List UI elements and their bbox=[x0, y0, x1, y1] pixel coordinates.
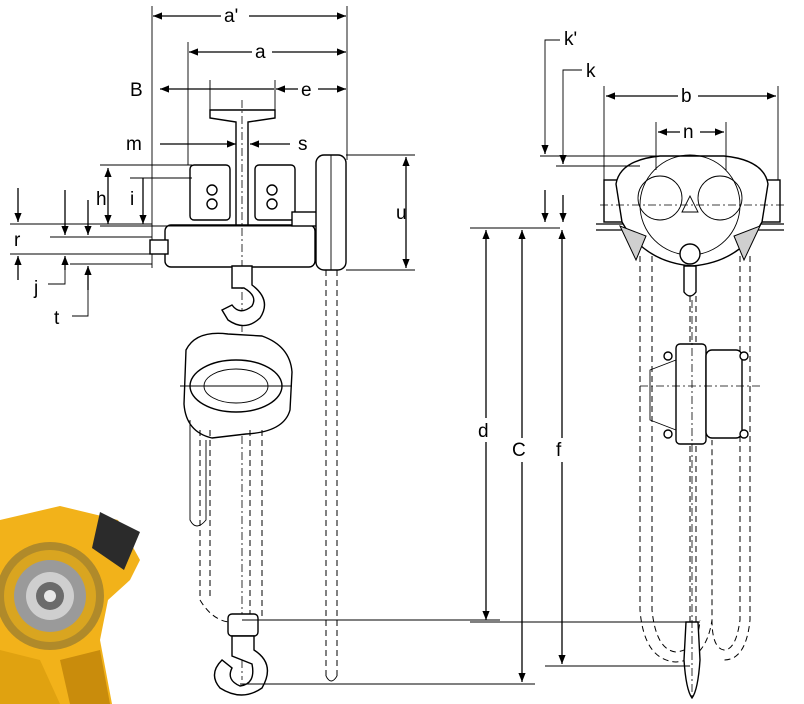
side-vertical-dims bbox=[10, 154, 415, 317]
label-i: i bbox=[130, 189, 134, 210]
label-m: m bbox=[126, 134, 142, 155]
label-C: C bbox=[512, 440, 526, 461]
bottom-hook bbox=[213, 635, 269, 696]
bottom-block bbox=[227, 613, 259, 637]
top-hook bbox=[221, 265, 266, 327]
label-b: b bbox=[681, 86, 692, 107]
label-f: f bbox=[556, 440, 562, 461]
label-t: t bbox=[54, 308, 60, 329]
hoist-body-front bbox=[675, 343, 707, 445]
label-n: n bbox=[683, 122, 694, 143]
gear-photo-inset bbox=[0, 506, 140, 704]
label-u: u bbox=[396, 203, 407, 224]
side-view bbox=[149, 6, 348, 696]
label-r: r bbox=[14, 230, 21, 251]
label-d: d bbox=[478, 421, 489, 442]
trolley-frame bbox=[164, 224, 316, 268]
label-h: h bbox=[96, 189, 107, 210]
label-B: B bbox=[130, 80, 143, 101]
label-j: j bbox=[33, 278, 38, 299]
front-view bbox=[596, 154, 784, 700]
hand-chain-loop bbox=[639, 256, 713, 663]
label-s: s bbox=[298, 134, 308, 155]
label-e: e bbox=[301, 80, 312, 101]
label-k-prime: k' bbox=[564, 29, 577, 50]
label-a: a bbox=[255, 42, 266, 63]
label-a-prime: a' bbox=[224, 6, 238, 27]
label-k: k bbox=[586, 61, 596, 82]
